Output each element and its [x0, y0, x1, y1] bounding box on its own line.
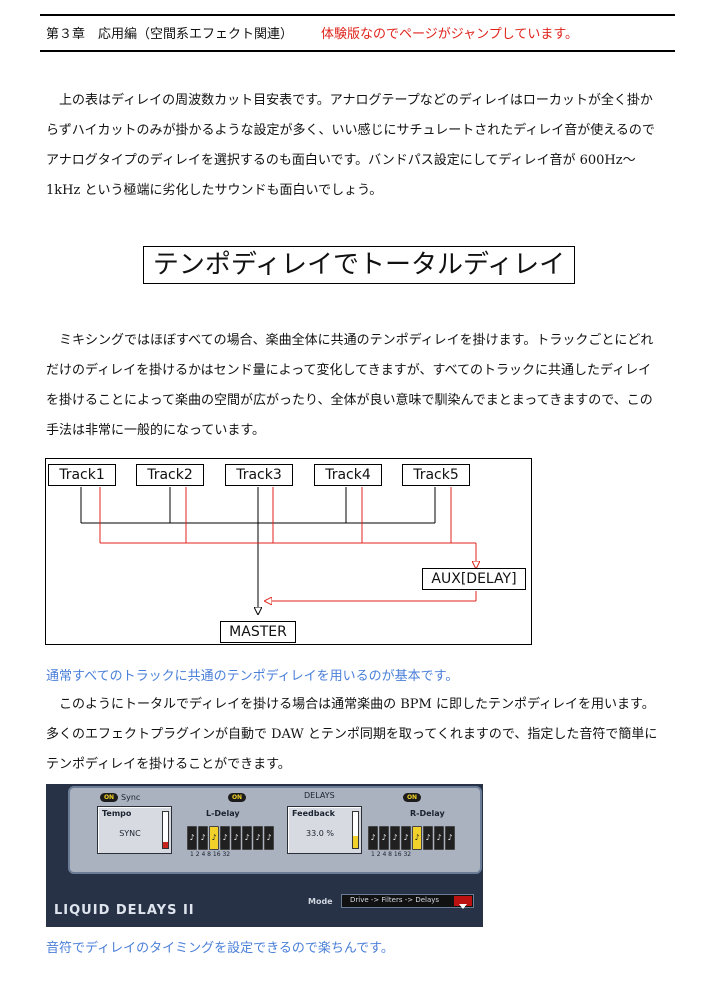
- feedback-meter: [352, 811, 359, 849]
- trial-notice: 体験版なのでページがジャンプしています。: [321, 27, 579, 42]
- r-delay-on-toggle[interactable]: ON: [403, 793, 421, 802]
- note-icon[interactable]: ♪: [390, 826, 400, 850]
- tempo-value: SYNC: [119, 829, 141, 838]
- send-bus-lines: [99, 487, 476, 601]
- feedback-meter-fill: [353, 836, 358, 848]
- tempo-panel[interactable]: Tempo SYNC: [97, 806, 172, 854]
- diagram-caption: 通常すべてのトラックに共通のテンポディレイを用いるのが基本です。: [46, 669, 459, 684]
- note-icon[interactable]: ♪: [220, 826, 230, 850]
- note-icon[interactable]: ♪: [379, 826, 389, 850]
- text-line: このようにトータルでディレイを掛ける場合は通常楽曲の BPM に即したテンポディ…: [59, 697, 655, 712]
- text-line: を掛けることによって楽曲の空間が広がったり、全体が良い意味で馴染んでまとまってき…: [46, 393, 653, 408]
- r-delay-note-numbers: 1 2 4 8 16 32: [371, 851, 412, 858]
- section-title: テンポディレイでトータルディレイ: [143, 246, 575, 284]
- text-line: 手法は非常に一般的になっています。: [46, 423, 266, 438]
- note-icon[interactable]: ♪: [209, 826, 219, 850]
- feedback-label: Feedback: [292, 809, 335, 818]
- plugin-brand-logo: LIQUID DELAYS II: [54, 903, 195, 918]
- routing-diagram: Track1 Track2 Track3 Track4 Track5 AUX[D…: [45, 458, 532, 645]
- text-line: テンポディレイを掛けることができます。: [46, 757, 291, 772]
- note-icon[interactable]: ♪: [401, 826, 411, 850]
- sync-label: Sync: [121, 793, 141, 802]
- routing-lines: [80, 487, 533, 646]
- note-icon[interactable]: ♪: [412, 826, 422, 850]
- body-paragraph: このようにトータルでディレイを掛ける場合は通常楽曲の BPM に即したテンポディ…: [46, 690, 674, 780]
- mode-label: Mode: [308, 897, 333, 906]
- note-icon[interactable]: ♪: [434, 826, 444, 850]
- text-line: ミキシングではほぼすべての場合、楽曲全体に共通のテンポディレイを掛けます。トラッ…: [59, 333, 654, 348]
- body-paragraph: ミキシングではほぼすべての場合、楽曲全体に共通のテンポディレイを掛けます。トラッ…: [46, 326, 674, 446]
- intro-paragraph: 上の表はディレイの周波数カット目安表です。アナログテープなどのディレイはローカッ…: [46, 86, 674, 206]
- track-node: Track3: [225, 464, 293, 486]
- r-delay-label: R-Delay: [410, 809, 445, 818]
- l-delay-label: L-Delay: [206, 809, 240, 818]
- note-icon[interactable]: ♪: [198, 826, 208, 850]
- delays-label: DELAYS: [304, 791, 335, 800]
- note-icon[interactable]: ♪: [368, 826, 378, 850]
- header-bottom-rule: [40, 50, 675, 52]
- note-icon[interactable]: ♪: [445, 826, 455, 850]
- sync-on-toggle[interactable]: ON: [100, 793, 118, 802]
- feedback-panel[interactable]: Feedback 33.0 %: [287, 806, 362, 854]
- text-line: 多くのエフェクトプラグインが自動で DAW とテンポ同期を取ってくれますので、指…: [46, 727, 658, 742]
- track-node: Track5: [402, 464, 470, 486]
- l-delay-note-numbers: 1 2 4 8 16 32: [190, 851, 231, 858]
- mode-select[interactable]: Drive -> Filters -> Delays: [341, 894, 474, 909]
- dry-bus-lines: [80, 487, 436, 611]
- track-node: Track4: [314, 464, 382, 486]
- track-node: Track1: [48, 464, 116, 486]
- r-delay-note-buttons: ♪ ♪ ♪ ♪ ♪ ♪ ♪ ♪: [368, 826, 455, 850]
- header-top-rule: [40, 14, 675, 16]
- delays-on-toggle[interactable]: ON: [228, 793, 246, 802]
- chevron-down-icon[interactable]: [454, 896, 472, 909]
- page-header: 第３章 応用編（空間系エフェクト関連） 体験版なのでページがジャンプしています。: [46, 23, 578, 42]
- note-icon[interactable]: ♪: [264, 826, 274, 850]
- tempo-meter: [162, 811, 169, 849]
- feedback-value: 33.0 %: [306, 829, 334, 838]
- text-line: 1kHz という極端に劣化したサウンドも面白いでしょう。: [46, 183, 383, 198]
- master-node: MASTER: [220, 621, 296, 643]
- text-line: だけのディレイを掛けるかはセンド量によって変化してきますが、すべてのトラックに共…: [46, 363, 652, 378]
- tempo-label: Tempo: [102, 809, 132, 818]
- note-icon[interactable]: ♪: [231, 826, 241, 850]
- mode-value: Drive -> Filters -> Delays: [350, 896, 440, 904]
- tempo-meter-fill: [163, 842, 168, 848]
- text-line: らずハイカットのみが掛かるような設定が多く、いい感じにサチュレートされたディレイ…: [46, 123, 655, 138]
- liquid-delays-plugin: ON Sync ON DELAYS ON Tempo SYNC L-Delay …: [46, 784, 483, 927]
- note-icon[interactable]: ♪: [423, 826, 433, 850]
- text-line: アナログタイプのディレイを選択するのも面白いです。バンドパス設定にしてディレイ音…: [46, 153, 636, 168]
- plugin-caption: 音符でディレイのタイミングを設定できるので楽ちんです。: [46, 941, 394, 956]
- note-icon[interactable]: ♪: [187, 826, 197, 850]
- note-icon[interactable]: ♪: [242, 826, 252, 850]
- note-icon[interactable]: ♪: [253, 826, 263, 850]
- text-line: 上の表はディレイの周波数カット目安表です。アナログテープなどのディレイはローカッ…: [59, 93, 653, 108]
- l-delay-note-buttons: ♪ ♪ ♪ ♪ ♪ ♪ ♪ ♪: [187, 826, 274, 850]
- track-node: Track2: [136, 464, 204, 486]
- chapter-title: 第３章 応用編（空間系エフェクト関連）: [46, 27, 294, 42]
- aux-delay-node: AUX[DELAY]: [422, 568, 526, 590]
